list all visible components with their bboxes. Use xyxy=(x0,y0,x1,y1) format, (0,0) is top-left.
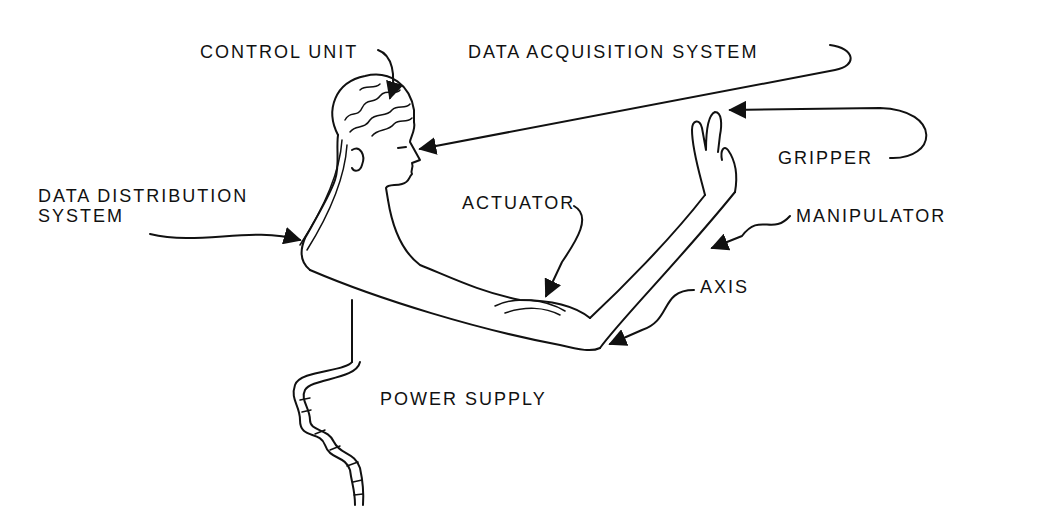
part-label: DATA ACQUISITION SYSTEM xyxy=(468,42,758,62)
forearm-inner xyxy=(590,195,705,318)
eye xyxy=(398,147,406,148)
leader-line xyxy=(712,216,790,248)
part-label: MANIPULATOR xyxy=(796,206,946,226)
part-label: CONTROL UNIT xyxy=(200,42,358,62)
leader-line xyxy=(150,234,300,240)
part-label: DATA DISTRIBUTION SYSTEM xyxy=(38,186,338,226)
torso-line xyxy=(351,300,353,362)
head-back xyxy=(305,135,338,238)
part-label: ACTUATOR xyxy=(462,193,575,213)
intestine xyxy=(294,362,355,505)
biceps xyxy=(495,300,565,315)
part-label: GRIPPER xyxy=(778,148,873,168)
head-outline xyxy=(332,75,414,135)
hand xyxy=(692,112,736,195)
face-profile xyxy=(386,122,420,200)
ear xyxy=(352,149,363,171)
leader-line xyxy=(378,50,393,98)
nerve-line xyxy=(307,145,347,250)
upper-arm-bottom xyxy=(310,270,600,350)
forearm-outer xyxy=(600,192,735,348)
shoulder xyxy=(302,238,310,270)
leader-line xyxy=(546,206,582,296)
part-label: POWER SUPPLY xyxy=(380,389,547,409)
leader-line xyxy=(610,290,694,344)
part-label: AXIS xyxy=(700,277,749,297)
brain-folds xyxy=(345,84,412,136)
upper-arm-top xyxy=(388,200,590,318)
intestine-folds xyxy=(300,398,363,495)
intestine xyxy=(304,362,364,505)
